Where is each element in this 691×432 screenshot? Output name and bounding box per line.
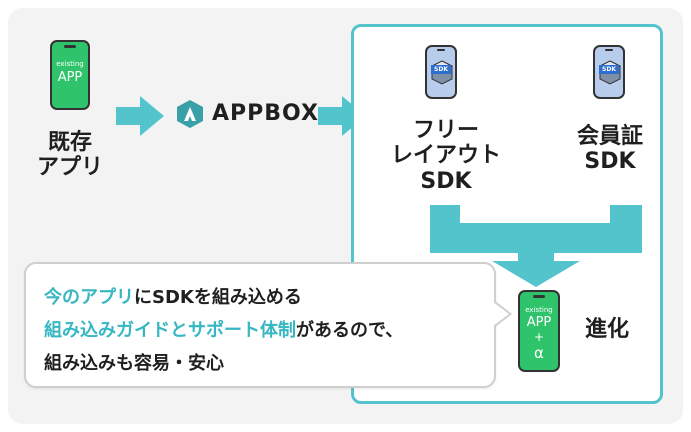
- phone-text-existing: existing: [525, 306, 553, 314]
- free-layout-line1: フリー: [412, 118, 479, 143]
- callout-line2-highlight: 組み込みガイドとサポート体制: [44, 320, 296, 341]
- callout-line1-rest: にSDKを組み込める: [134, 287, 302, 308]
- phone-text-existing: existing: [56, 60, 84, 68]
- phone-text-app: APP: [526, 315, 552, 330]
- membership-line1: 会員証: [576, 124, 643, 149]
- sdk-badge: SDK: [599, 65, 619, 74]
- phone-text-app: APP: [57, 70, 83, 85]
- callout-tail-inner: [493, 302, 509, 326]
- callout-line2-rest: があるので、: [296, 320, 404, 341]
- membership-line2: SDK: [584, 149, 636, 175]
- callout-box: [24, 262, 496, 388]
- membership-sdk-label: 会員証 SDK: [560, 124, 660, 175]
- callout-line1-highlight: 今のアプリ: [44, 287, 134, 308]
- phone-speaker: [437, 49, 445, 51]
- callout-line-3: 組み込みも容易・安心: [44, 353, 224, 374]
- appbox-logo-icon: [177, 100, 203, 128]
- existing-label-line1: 既存: [47, 130, 92, 155]
- phone-text-alpha: α: [534, 344, 544, 362]
- existing-app-label: 既存 アプリ: [30, 130, 110, 181]
- free-layout-line3: SDK: [420, 168, 472, 194]
- phone-speaker: [533, 295, 545, 298]
- merge-arrow-icon: [430, 205, 642, 287]
- free-layout-sdk-label: フリー レイアウト SDK: [386, 118, 506, 194]
- sdk-badge: SDK: [431, 65, 451, 74]
- callout-line-2: 組み込みガイドとサポート体制があるので、: [44, 316, 403, 342]
- sdk-phone-membership: SDK: [593, 45, 625, 99]
- existing-label-line2: アプリ: [36, 155, 103, 181]
- arrow-right-icon: [116, 96, 164, 136]
- phone-speaker: [605, 49, 613, 51]
- phone-text-plus: +: [533, 330, 545, 344]
- evolved-app-phone: existing APP + α: [518, 290, 560, 372]
- phone-speaker: [64, 45, 76, 48]
- evolution-label: 進化: [584, 317, 629, 342]
- existing-app-phone: existing APP: [50, 40, 90, 110]
- sdk-phone-free-layout: SDK: [425, 45, 457, 99]
- callout-line-1: 今のアプリにSDKを組み込める: [44, 283, 302, 309]
- free-layout-line2: レイアウト: [390, 143, 501, 169]
- appbox-logo-text: APPBOX: [212, 101, 319, 126]
